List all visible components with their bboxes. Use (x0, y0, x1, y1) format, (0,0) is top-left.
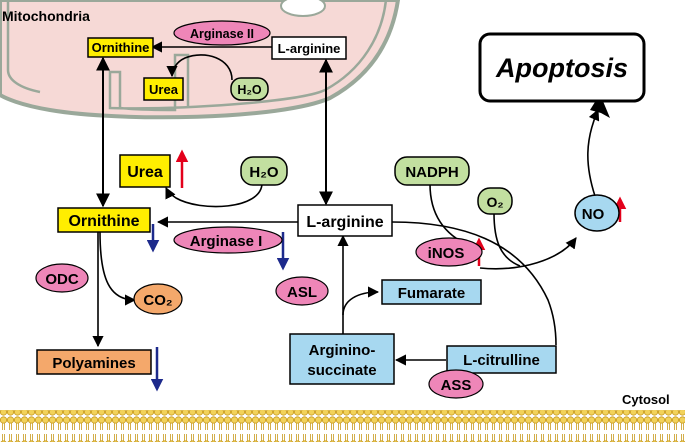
svg-text:O₂: O₂ (486, 194, 503, 210)
ornithine-node: Ornithine (57, 207, 151, 233)
mitochondria-label: Mitochondria (2, 8, 90, 24)
svg-text:Urea: Urea (127, 164, 163, 181)
mito-ornithine-node: Ornithine (87, 37, 154, 58)
mito-urea-node: Urea (143, 77, 184, 101)
apoptosis-box: Apoptosis (478, 32, 646, 103)
svg-text:Fumarate: Fumarate (398, 285, 466, 302)
svg-text:Polyamines: Polyamines (52, 355, 135, 372)
arrow-o2-input (493, 212, 521, 267)
fumarate-node: Fumarate (381, 279, 482, 305)
inos-node: iNOS (415, 237, 483, 267)
arrow-ornithine-to-co2 (99, 231, 137, 306)
ass-node: ASS (428, 369, 484, 399)
o2-node: O₂ (477, 187, 513, 215)
arrow-nadph-input (429, 183, 471, 247)
cell-membrane (0, 410, 685, 442)
svg-text:H₂O: H₂O (237, 83, 262, 97)
svg-text:ASS: ASS (441, 377, 472, 394)
svg-text:H₂O: H₂O (249, 164, 278, 181)
asl-node: ASL (275, 276, 329, 306)
mito-arginase-ii-node: Arginase II (173, 20, 271, 46)
svg-text:NO: NO (582, 206, 605, 223)
l-arginine-node: L-arginine (297, 204, 393, 237)
argininosuccinate-node: Arginino- succinate (289, 333, 395, 385)
svg-text:succinate: succinate (307, 362, 376, 379)
arrow-mito-h2o-to-urea (166, 54, 233, 81)
mito-l-arginine-node: L-arginine (271, 36, 347, 60)
svg-text:Ornithine: Ornithine (92, 40, 150, 55)
l-citrulline-node: L-citrulline (446, 345, 557, 374)
connector-arrows (92, 41, 600, 366)
svg-text:NADPH: NADPH (405, 164, 458, 181)
mito-h2o-node: H₂O (230, 77, 269, 101)
svg-text:iNOS: iNOS (428, 245, 465, 262)
nadph-node: NADPH (394, 156, 470, 186)
no-node: NO (574, 194, 620, 232)
urea-node: Urea (119, 154, 171, 188)
arrow-to-no (479, 237, 577, 270)
svg-text:L-arginine: L-arginine (306, 214, 383, 231)
cytosol-label: Cytosol (622, 392, 670, 407)
svg-text:L-arginine: L-arginine (278, 41, 341, 56)
arrow-arginine-to-citrulline (391, 221, 557, 346)
apoptosis-label: Apoptosis (495, 53, 628, 83)
svg-text:ASL: ASL (287, 284, 317, 301)
arrow-argininosuccinate-to-fumarate (342, 286, 380, 316)
polyamines-node: Polyamines (36, 349, 152, 375)
svg-text:Arginino-: Arginino- (309, 342, 376, 359)
h2o-node: H₂O (240, 156, 288, 186)
svg-text:Arginase I: Arginase I (190, 233, 263, 250)
svg-text:Arginase II: Arginase II (190, 27, 254, 41)
arrow-no-to-apoptosis (587, 108, 600, 197)
odc-node: ODC (35, 263, 89, 293)
svg-text:Urea: Urea (149, 82, 179, 97)
arginase-i-node: Arginase I (173, 226, 283, 254)
arrow-h2o-to-urea (165, 182, 263, 208)
svg-text:ODC: ODC (45, 271, 79, 288)
apoptosis-arrowhead (590, 94, 610, 118)
svg-text:CO₂: CO₂ (143, 292, 172, 309)
svg-text:L-citrulline: L-citrulline (463, 352, 540, 369)
svg-text:Ornithine: Ornithine (68, 213, 139, 230)
co2-node: CO₂ (133, 283, 183, 315)
